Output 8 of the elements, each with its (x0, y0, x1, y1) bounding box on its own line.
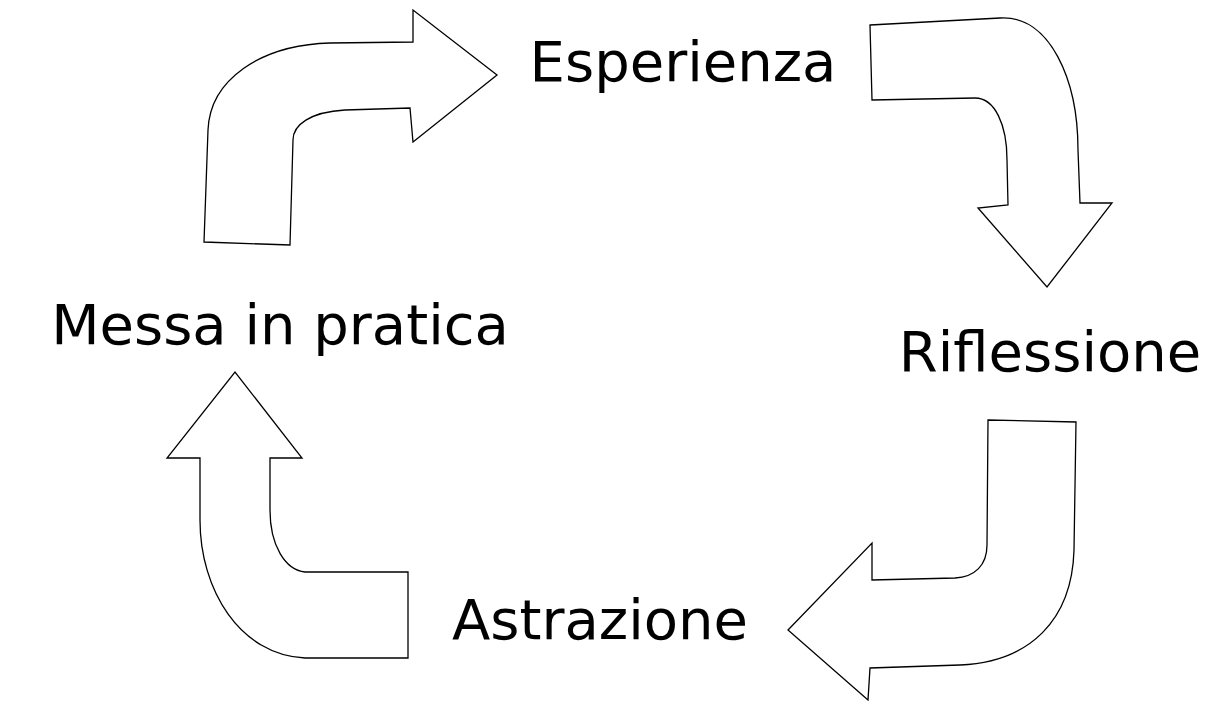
curved-block-arrow (787, 419, 1077, 701)
stage-label: Astrazione (452, 586, 748, 654)
stage-label: Esperienza (529, 28, 837, 96)
curved-block-arrow (203, 9, 498, 246)
curved-block-arrow (869, 17, 1113, 288)
stage-label: Messa in pratica (51, 291, 509, 359)
curved-block-arrow (166, 371, 409, 659)
stage-label: Riflessione (898, 318, 1202, 386)
